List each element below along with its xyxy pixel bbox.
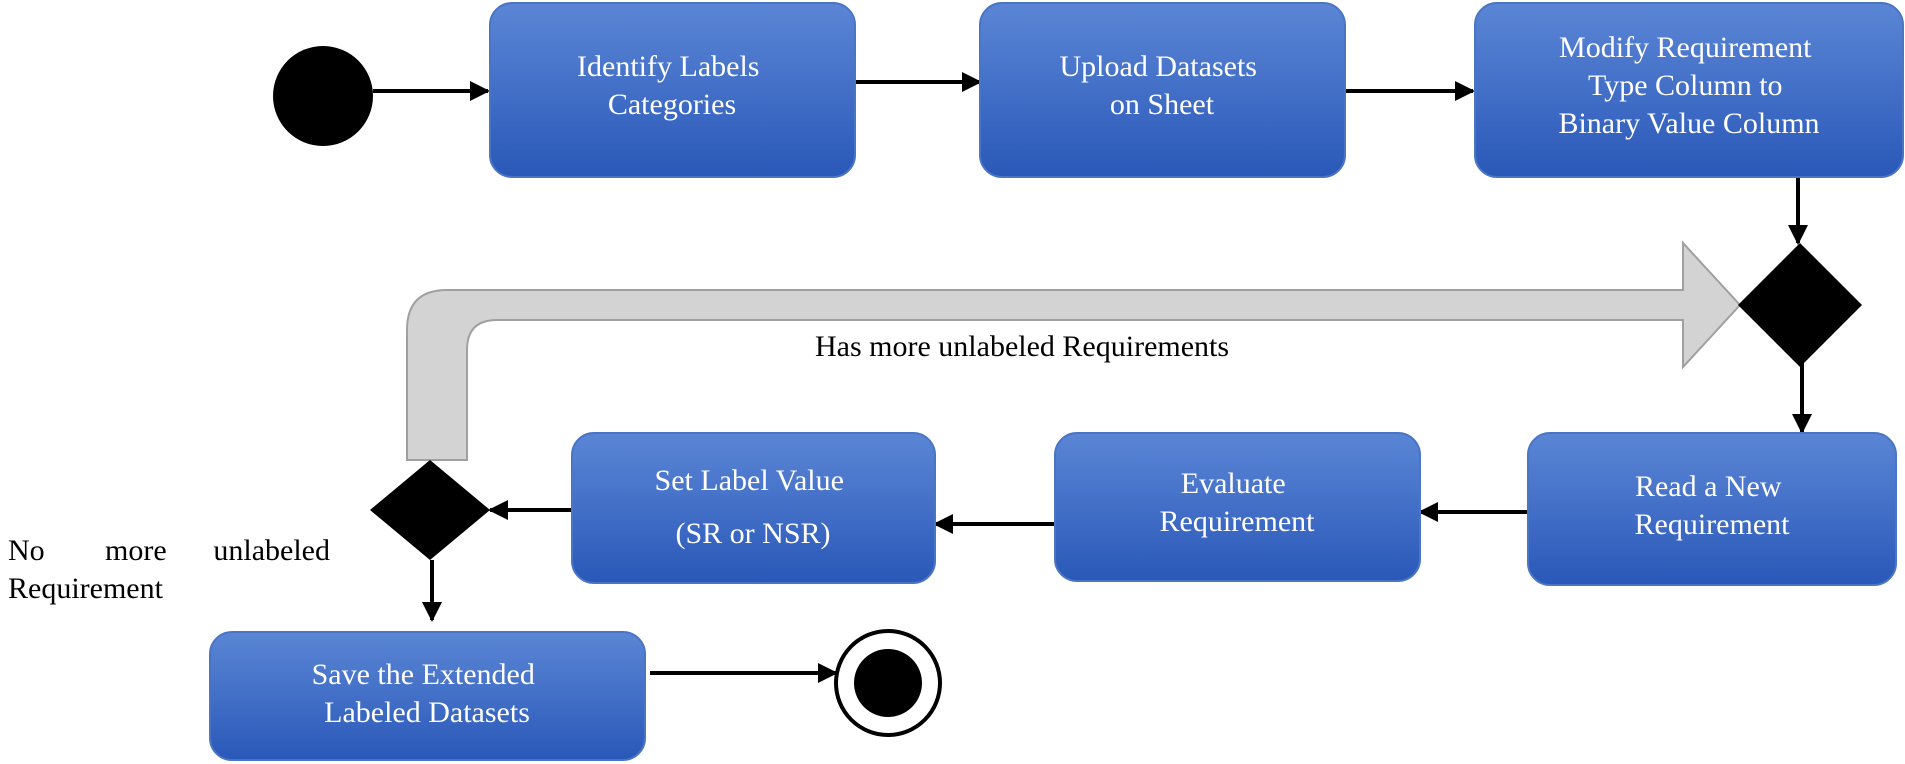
no-more-word: No [8, 534, 45, 567]
no-more-word: unlabeled [213, 534, 330, 567]
node-text: Save the Extended Labeled Datasets [312, 658, 543, 729]
start-node [273, 46, 373, 146]
activity-identify-labels-categories: Identify Labels Categories [489, 2, 856, 178]
activity-read-new-requirement: Read a New Requirement [1527, 432, 1897, 586]
node-text: Read a New Requirement [1635, 470, 1791, 541]
activity-upload-datasets: Upload Datasets on Sheet [979, 2, 1346, 178]
node-text: Identify Labels Categories [577, 50, 767, 121]
label-has-more-unlabeled: Has more unlabeled Requirements [815, 330, 1229, 363]
no-more-line-2: Requirement [8, 572, 164, 605]
activity-set-label-value: Set Label Value (SR or NSR) [571, 432, 936, 584]
node-text: Modify Requirement Type Column to Binary… [1558, 31, 1819, 140]
no-more-word: more [105, 534, 167, 567]
activity-evaluate-requirement: Evaluate Requirement [1054, 432, 1421, 582]
node-text: Upload Datasets on Sheet [1060, 50, 1265, 121]
decision-node-loop [1738, 243, 1862, 367]
node-text: Set Label Value (SR or NSR) [655, 464, 852, 550]
decision-node-exit [370, 460, 490, 560]
activity-modify-requirement-type: Modify Requirement Type Column to Binary… [1474, 2, 1904, 178]
label-no-more-unlabeled: No more unlabeled Requirement [8, 534, 330, 605]
end-node [834, 629, 942, 737]
activity-save-extended-datasets: Save the Extended Labeled Datasets [209, 631, 646, 761]
node-text: Evaluate Requirement [1160, 467, 1316, 538]
